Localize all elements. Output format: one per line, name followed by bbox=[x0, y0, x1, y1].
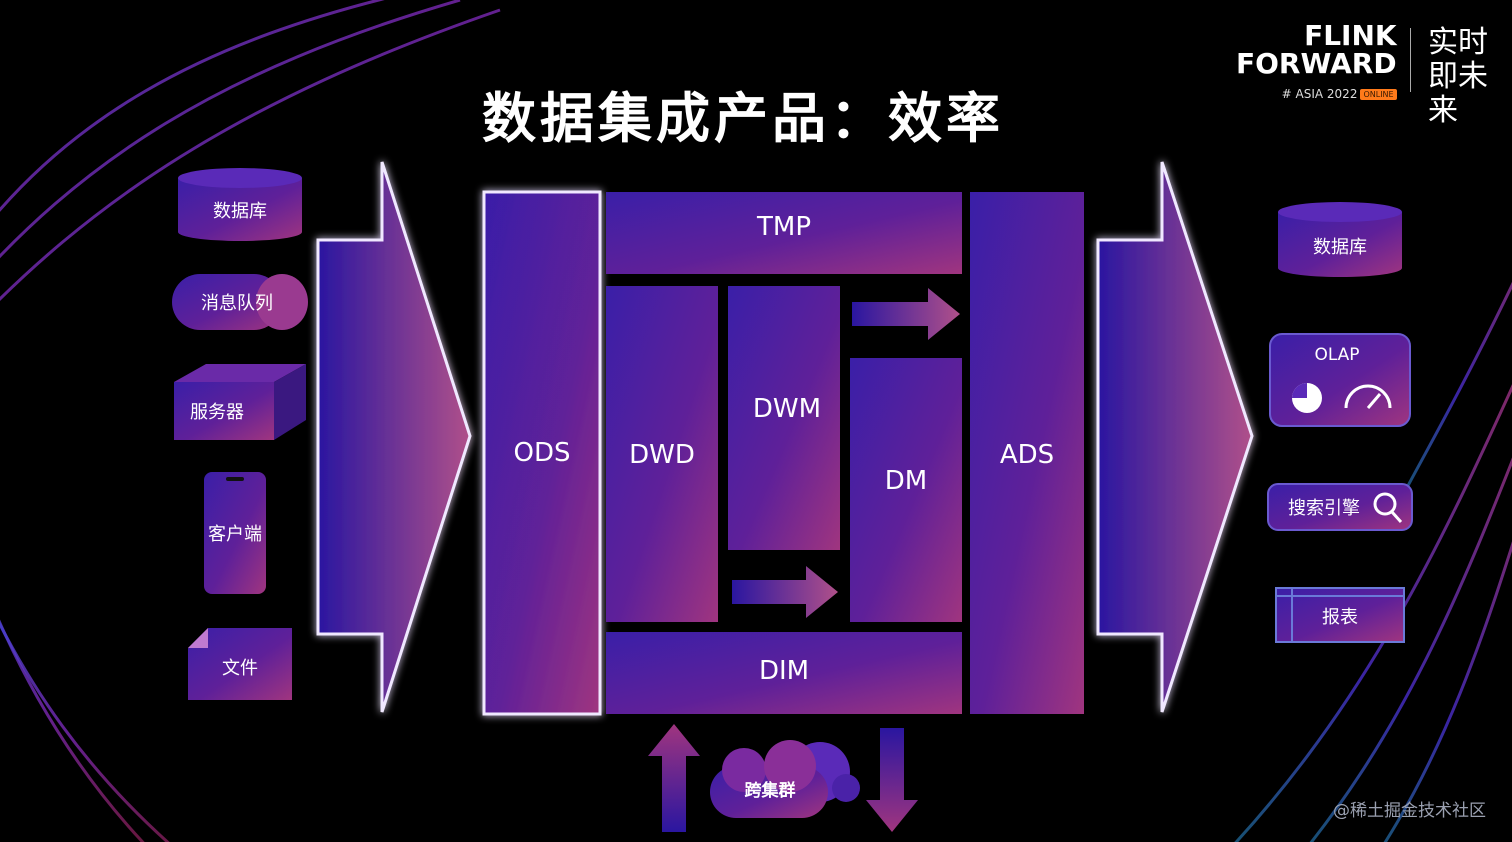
dwm-label: DWM bbox=[752, 394, 822, 424]
target-report-shape bbox=[1275, 587, 1405, 643]
target-report-label: 报表 bbox=[1322, 607, 1358, 628]
target-search-label: 搜索引擎 bbox=[1288, 498, 1360, 519]
ods-label: ODS bbox=[513, 438, 571, 468]
logo-badge: ONLINE bbox=[1360, 88, 1397, 100]
tmp-block bbox=[606, 192, 962, 274]
source-file-label: 文件 bbox=[222, 658, 258, 679]
logo-line2: FORWARD bbox=[1236, 47, 1397, 80]
dwd-label: DWD bbox=[629, 440, 695, 470]
target-search-box bbox=[1267, 483, 1413, 531]
dim-label: DIM bbox=[758, 656, 810, 686]
target-olap-label: OLAP bbox=[1314, 345, 1360, 365]
output-arrow bbox=[1096, 161, 1254, 713]
search-icon bbox=[1373, 492, 1403, 524]
logo-separator bbox=[1410, 28, 1411, 92]
page-title: 数据集成产品：效率 bbox=[482, 87, 1004, 150]
cloud-icon bbox=[710, 740, 860, 818]
dm-block bbox=[850, 358, 962, 622]
arrow-up bbox=[648, 724, 700, 832]
ods-block bbox=[482, 190, 602, 716]
arrow-down bbox=[866, 728, 918, 832]
ingest-arrow bbox=[316, 161, 472, 713]
source-client-label: 客户端 bbox=[208, 524, 262, 545]
source-database-label: 数据库 bbox=[213, 201, 267, 222]
speedometer-icon bbox=[1344, 384, 1392, 409]
logo-sub: # ASIA 2022 bbox=[1281, 87, 1358, 101]
logo-line1: FLINK bbox=[1304, 19, 1397, 52]
source-server-shape bbox=[174, 364, 306, 440]
logo-slogan: 实时即未来 bbox=[1428, 25, 1488, 128]
source-client-shape bbox=[204, 472, 266, 594]
source-queue-shape bbox=[172, 274, 308, 330]
target-database-shape bbox=[1278, 202, 1402, 277]
target-database-label: 数据库 bbox=[1313, 237, 1367, 258]
tmp-label: TMP bbox=[757, 212, 811, 242]
source-server-label: 服务器 bbox=[190, 402, 244, 423]
source-file-shape bbox=[188, 628, 292, 700]
source-queue-label: 消息队列 bbox=[201, 293, 273, 314]
ads-block bbox=[970, 192, 1084, 714]
dim-block bbox=[606, 632, 962, 714]
arrow-to-dm bbox=[732, 566, 838, 618]
dm-label: DM bbox=[884, 466, 928, 496]
arrow-to-tmp bbox=[852, 288, 960, 340]
dwd-block bbox=[606, 286, 718, 622]
cluster-label: 跨集群 bbox=[744, 780, 796, 801]
dwm-block bbox=[728, 286, 840, 550]
source-database-shape bbox=[178, 168, 302, 241]
ads-label: ADS bbox=[999, 440, 1055, 470]
watermark: @稀土掘金技术社区 bbox=[1333, 801, 1486, 821]
pie-icon bbox=[1292, 383, 1322, 413]
